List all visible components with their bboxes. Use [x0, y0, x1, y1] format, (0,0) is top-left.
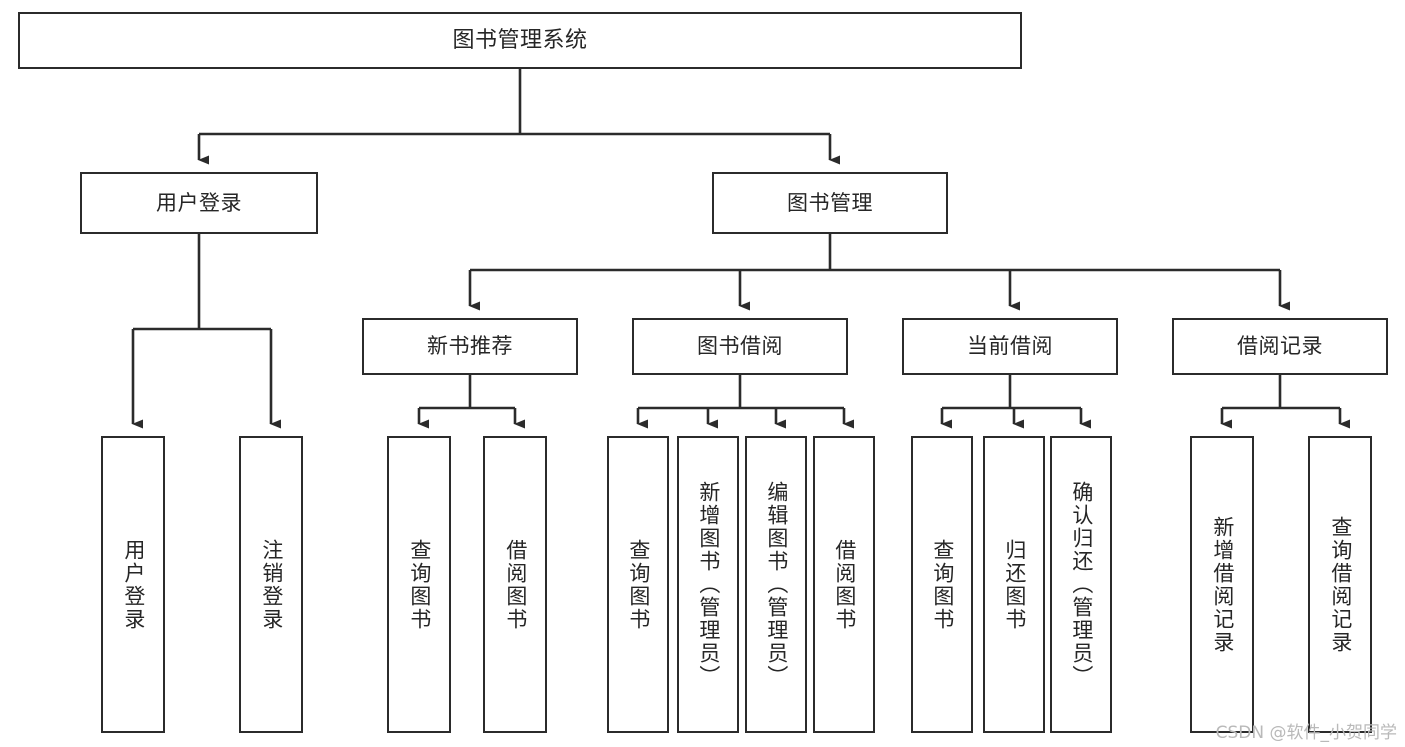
node-label: 新书推荐 — [427, 334, 513, 359]
node-label: 当前借阅 — [967, 334, 1053, 359]
node-label: 查询图书 — [626, 538, 651, 631]
node-borrow-record[interactable]: 借阅记录 — [1172, 318, 1388, 375]
leaf-user-login[interactable]: 用户登录 — [101, 436, 165, 733]
node-current-borrow[interactable]: 当前借阅 — [902, 318, 1118, 375]
node-label: 查询图书 — [930, 538, 955, 631]
node-label: 注销登录 — [259, 538, 284, 631]
leaf-borrow-book-recommend[interactable]: 借阅图书 — [483, 436, 547, 733]
node-label: 查询图书 — [407, 538, 432, 631]
node-label: 图书借阅 — [697, 334, 783, 359]
leaf-logout-login[interactable]: 注销登录 — [239, 436, 303, 733]
leaf-query-borrow-record[interactable]: 查询借阅记录 — [1308, 436, 1372, 733]
node-label: 归还图书 — [1002, 538, 1027, 631]
node-label: 图书管理系统 — [452, 27, 588, 53]
node-label: 编辑图书（管理员） — [764, 481, 789, 688]
node-label: 新增图书（管理员） — [696, 481, 721, 688]
node-user-login[interactable]: 用户登录 — [80, 172, 318, 234]
node-label: 借阅图书 — [503, 538, 528, 631]
leaf-query-book-current[interactable]: 查询图书 — [911, 436, 973, 733]
node-book-borrow[interactable]: 图书借阅 — [632, 318, 848, 375]
leaf-add-book-admin[interactable]: 新增图书（管理员） — [677, 436, 739, 733]
node-label: 借阅图书 — [832, 538, 857, 631]
node-label: 图书管理 — [787, 190, 873, 215]
leaf-query-book-recommend[interactable]: 查询图书 — [387, 436, 451, 733]
node-label: 确认归还（管理员） — [1069, 481, 1094, 688]
node-label: 借阅记录 — [1237, 334, 1323, 359]
leaf-edit-book-admin[interactable]: 编辑图书（管理员） — [745, 436, 807, 733]
node-book-management[interactable]: 图书管理 — [712, 172, 948, 234]
leaf-return-book[interactable]: 归还图书 — [983, 436, 1045, 733]
node-new-book-recommend[interactable]: 新书推荐 — [362, 318, 578, 375]
node-label: 新增借阅记录 — [1210, 515, 1235, 654]
node-root-system[interactable]: 图书管理系统 — [18, 12, 1022, 69]
node-label: 查询借阅记录 — [1328, 515, 1353, 654]
node-label: 用户登录 — [121, 538, 146, 631]
leaf-add-borrow-record[interactable]: 新增借阅记录 — [1190, 436, 1254, 733]
leaf-borrow-book[interactable]: 借阅图书 — [813, 436, 875, 733]
leaf-query-book-borrow[interactable]: 查询图书 — [607, 436, 669, 733]
node-label: 用户登录 — [156, 190, 242, 215]
leaf-confirm-return-admin[interactable]: 确认归还（管理员） — [1050, 436, 1112, 733]
